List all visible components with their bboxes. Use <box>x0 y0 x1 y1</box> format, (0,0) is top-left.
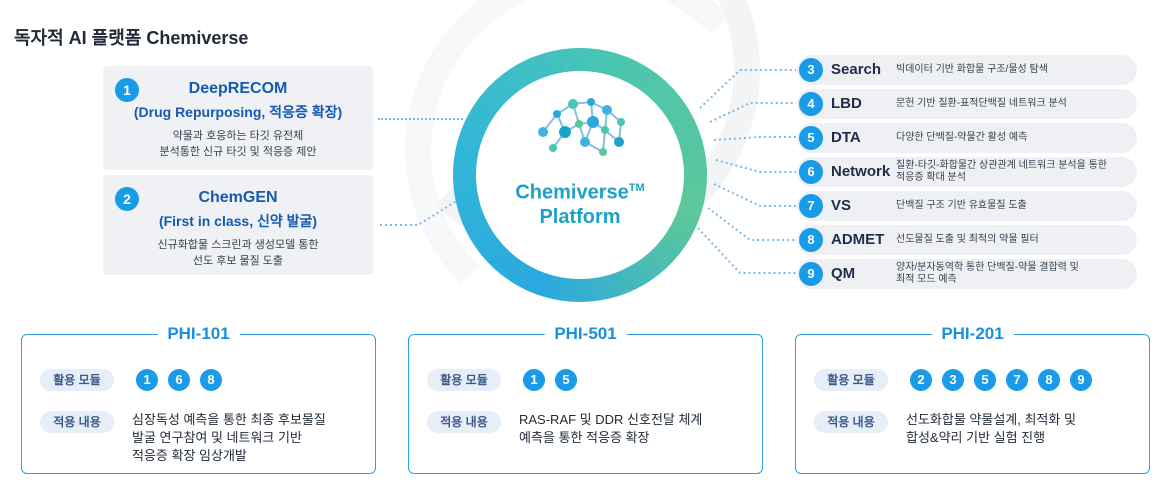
module-desc-line2: 적응증 확대 분석 <box>896 172 966 183</box>
trademark: TM <box>628 182 645 194</box>
module-desc: 다양한 단백질-약물간 활성 예측 <box>896 132 1028 143</box>
module-desc: 단백질 구조 기반 유효물질 도출 <box>896 200 1027 211</box>
module-name: VS <box>831 197 852 214</box>
module-name: QM <box>831 265 856 282</box>
module-number-9: 9 <box>799 262 823 286</box>
module-chip-1: 1 <box>523 369 545 391</box>
deeprecom-desc-line2: 분석통한 신규 타깃 및 적응증 제안 <box>159 146 317 158</box>
chemgen-subtitle: (First in class, 신약 발굴) <box>158 213 318 229</box>
chemgen-desc-line1: 신규화합물 스크린과 생성모델 통한 <box>157 239 319 251</box>
platform-core <box>476 71 684 279</box>
module-number-4: 4 <box>799 92 823 116</box>
brain-network-icon <box>538 98 625 156</box>
connector-right <box>697 69 796 274</box>
module-chip-8: 8 <box>200 369 222 391</box>
phi-201-title: PHI-201 <box>931 324 1014 344</box>
module-search: 3 Search 빅데이터 기반 화합물 구조/물성 탐색 <box>797 55 1137 85</box>
module-desc: 문헌 기반 질환-표적단백질 네트워크 분석 <box>896 98 1067 109</box>
page-title: 독자적 AI 플랫폼 Chemiverse <box>14 28 249 48</box>
deeprecom-title: DeepRECOM <box>188 80 288 97</box>
module-lbd: 4 LBD 문헌 기반 질환-표적단백질 네트워크 분석 <box>797 89 1137 119</box>
module-number-8: 8 <box>799 228 823 252</box>
chemgen-box: 2 ChemGEN (First in class, 신약 발굴) 신규화합물 … <box>103 175 373 275</box>
deeprecom-subtitle: (Drug Repurposing, 적응증 확장) <box>133 104 343 120</box>
deeprecom-desc-line1: 약물과 호응하는 타깃 유전체 <box>172 130 304 142</box>
module-chip-5: 5 <box>555 369 577 391</box>
apply-text-line2: 발굴 연구참여 및 네트워크 기반 <box>132 430 302 445</box>
module-vs: 7 VS 단백질 구조 기반 유효물질 도출 <box>797 191 1137 221</box>
module-desc-line1: 질환-타깃-화합물간 상관관계 네트워크 분석을 통한 <box>896 160 1107 171</box>
platform-name-line1: Chemiverse <box>515 181 629 204</box>
connector-left-1 <box>378 118 463 120</box>
phi-101-title: PHI-101 <box>157 324 240 344</box>
apply-label: 적용 내용 <box>40 411 114 433</box>
module-number-3: 3 <box>799 58 823 82</box>
phi-201-card: PHI-201 활용 모듈 2 3 5 7 8 9 적용 내용 선도화합물 약물… <box>795 324 1150 474</box>
module-desc: 선도물질 도출 및 최적의 약물 필터 <box>896 234 1039 245</box>
deeprecom-box: 1 DeepRECOM (Drug Repurposing, 적응증 확장) 약… <box>103 66 373 170</box>
apply-text-line1: 심장독성 예측을 통한 최종 후보물질 <box>132 412 326 427</box>
module-number-6: 6 <box>799 160 823 184</box>
module-number-5: 5 <box>799 126 823 150</box>
chemgen-title: ChemGEN <box>198 189 278 206</box>
apply-text-line1: RAS-RAF 및 DDR 신호전달 체계 <box>519 412 703 427</box>
module-label: 활용 모듈 <box>814 369 888 391</box>
module-number-1: 1 <box>115 78 139 102</box>
module-desc: 빅데이터 기반 화합물 구조/물성 탐색 <box>896 64 1048 75</box>
apply-text-line3: 적응증 확장 임상개발 <box>132 448 247 463</box>
module-chip-1: 1 <box>136 369 158 391</box>
module-name: Search <box>831 61 882 78</box>
module-name: DTA <box>831 129 861 146</box>
module-chip-2: 2 <box>910 369 932 391</box>
module-qm: 9 QM 양자/분자동역학 통한 단백질-약물 결합력 및 최적 모드 예측 <box>797 259 1137 289</box>
module-chip-5: 5 <box>974 369 996 391</box>
module-chip-3: 3 <box>942 369 964 391</box>
platform-name: ChemiverseTM Platform <box>476 176 684 229</box>
apply-text-line1: 선도화합물 약물설계, 최적화 및 <box>906 412 1076 427</box>
module-number-7: 7 <box>799 194 823 218</box>
module-number-2: 2 <box>115 187 139 211</box>
module-chip-6: 6 <box>168 369 190 391</box>
module-name: Network <box>831 163 891 180</box>
phi-501-card: PHI-501 활용 모듈 1 5 적용 내용 RAS-RAF 및 DDR 신호… <box>408 324 763 474</box>
connector-left-2 <box>380 199 459 226</box>
module-name: ADMET <box>831 231 885 248</box>
apply-text-line2: 합성&약리 기반 실험 진행 <box>906 430 1046 445</box>
module-chip-7: 7 <box>1006 369 1028 391</box>
module-admet: 8 ADMET 선도물질 도출 및 최적의 약물 필터 <box>797 225 1137 255</box>
module-label: 활용 모듈 <box>40 369 114 391</box>
module-name: LBD <box>831 95 862 112</box>
module-dta: 5 DTA 다양한 단백질-약물간 활성 예측 <box>797 123 1137 153</box>
module-chip-8: 8 <box>1038 369 1060 391</box>
module-chip-9: 9 <box>1070 369 1092 391</box>
apply-label: 적용 내용 <box>427 411 501 433</box>
chemgen-desc-line2: 선도 후보 물질 도출 <box>192 255 284 267</box>
module-desc-line1: 양자/분자동역학 통한 단백질-약물 결합력 및 <box>896 262 1079 273</box>
apply-label: 적용 내용 <box>814 411 888 433</box>
phi-101-card: PHI-101 활용 모듈 1 6 8 적용 내용 심장독성 예측을 통한 최종… <box>21 324 376 474</box>
module-network: 6 Network 질환-타깃-화합물간 상관관계 네트워크 분석을 통한 적응… <box>797 157 1137 187</box>
apply-text-line2: 예측을 통한 적응증 확장 <box>519 430 650 445</box>
module-label: 활용 모듈 <box>427 369 501 391</box>
platform-name-line2: Platform <box>539 205 621 228</box>
module-desc-line2: 최적 모드 예측 <box>896 274 957 285</box>
phi-501-title: PHI-501 <box>544 324 627 344</box>
